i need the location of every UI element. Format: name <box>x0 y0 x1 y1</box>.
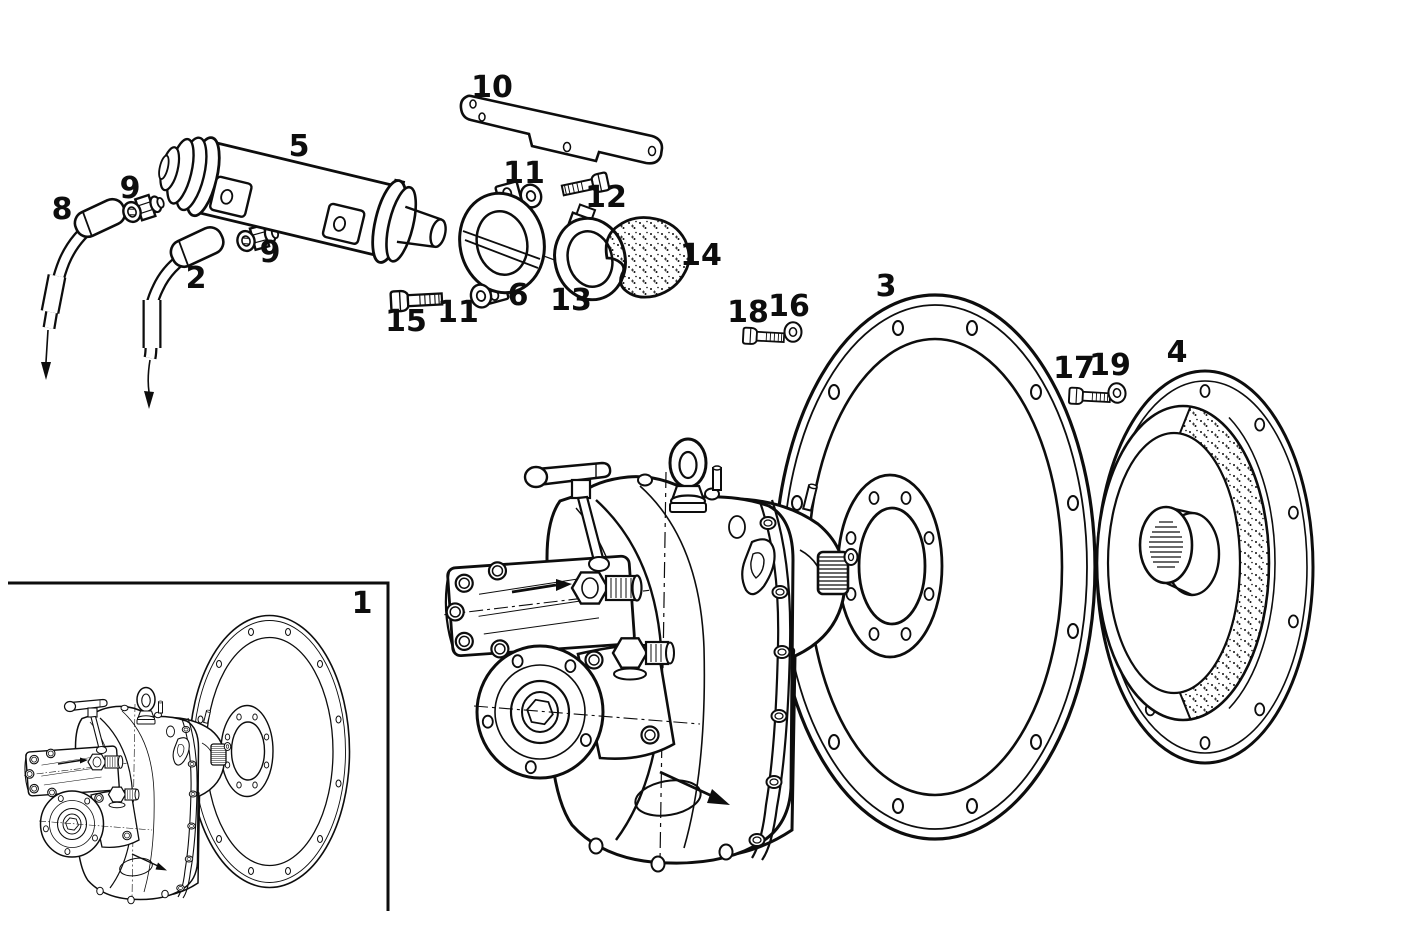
bolt-18 <box>741 326 786 347</box>
callout-labels: 10 5 11 12 9 8 9 2 6 13 14 15 11 18 16 3… <box>52 70 1188 621</box>
bolt-17 <box>1067 386 1112 407</box>
part-label-11a: 11 <box>503 156 545 191</box>
part-label-3: 3 <box>876 269 897 304</box>
hose-2 <box>142 226 225 409</box>
part-label-9b: 9 <box>260 235 281 270</box>
hose-8 <box>40 197 127 380</box>
part-label-16: 16 <box>768 289 810 324</box>
part-label-2: 2 <box>186 261 207 296</box>
bracket-10 <box>459 94 664 165</box>
inset-assembly <box>21 614 351 905</box>
part-label-6: 6 <box>508 278 529 313</box>
part-label-14: 14 <box>680 238 722 273</box>
part-label-5: 5 <box>289 129 310 164</box>
part-label-8: 8 <box>52 192 73 227</box>
part-label-4: 4 <box>1167 335 1188 370</box>
clamp-6 <box>458 180 561 306</box>
part-label-15: 15 <box>385 304 427 339</box>
part-label-1: 1 <box>352 586 373 621</box>
part-label-13: 13 <box>550 283 592 318</box>
part-label-10: 10 <box>471 70 513 105</box>
washer-16 <box>783 321 803 343</box>
part-label-12: 12 <box>585 180 627 215</box>
part-label-9a: 9 <box>120 171 141 206</box>
part-label-17: 17 <box>1053 351 1095 386</box>
damper-plate-4 <box>1095 369 1315 765</box>
boot-14 <box>604 216 691 299</box>
part-label-19: 19 <box>1089 348 1131 383</box>
inset-box <box>8 581 390 911</box>
part-label-18: 18 <box>727 295 769 330</box>
oil-cooler-5 <box>158 136 447 264</box>
part-label-11b: 11 <box>437 295 479 330</box>
